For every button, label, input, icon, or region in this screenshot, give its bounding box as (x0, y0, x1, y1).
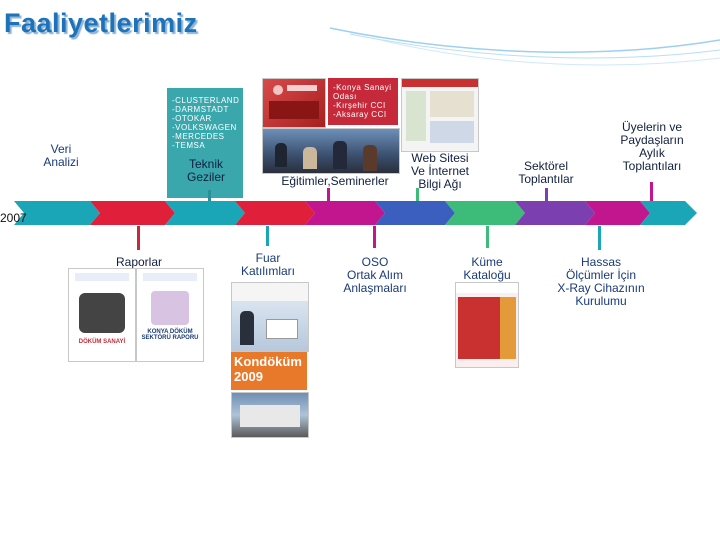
report-cover-2: KONYA DÖKÜM SEKTÖRÜ RAPORU (136, 268, 204, 362)
teknik-list: -CLUSTERLAND -DARMSTADT -OTOKAR -VOLKSWA… (172, 96, 239, 150)
connector (327, 188, 330, 202)
label-teknik-geziler: Teknik Geziler (186, 157, 225, 184)
label-oso: OSO Ortak Alım Anlaşmaları (343, 255, 407, 295)
connector (137, 226, 140, 250)
konya-list: -Konya Sanayi Odası -Kırşehir CCI -Aksar… (333, 83, 392, 119)
connector (486, 226, 489, 248)
label-uyeler: Üyelerin ve Paydaşların Aylık Toplantıla… (620, 120, 684, 173)
connector (208, 190, 211, 202)
label-sektorel: Sektörel Toplantılar (518, 159, 574, 186)
teknik-item: -DARMSTADT (172, 105, 229, 114)
photo-seminar-poster (262, 78, 326, 128)
teknik-item: -CLUSTERLAND (172, 96, 240, 105)
connector (266, 226, 269, 246)
year-label: 2007 (0, 211, 27, 225)
konya-item: -Kırşehir CCI (333, 101, 386, 110)
konya-item: -Aksaray CCI (333, 110, 387, 119)
callout-teknik-geziler (167, 88, 243, 198)
kondokum-line2: 2009 (234, 369, 263, 384)
label-raporlar: Raporlar (115, 255, 163, 269)
label-egitimler: Eğitimler,Seminerler (281, 174, 389, 188)
teknik-item: -TEMSA (172, 141, 206, 150)
report-cover-2-caption: KONYA DÖKÜM SEKTÖRÜ RAPORU (141, 329, 199, 341)
teknik-item: -MERCEDES (172, 132, 225, 141)
photo-seminar-room (262, 128, 400, 174)
report-cover-1: DÖKÜM SANAYİ (68, 268, 136, 362)
connector (650, 182, 653, 202)
connector (373, 226, 376, 248)
teknik-item: -OTOKAR (172, 114, 212, 123)
kondokum-line1: Kondöküm (234, 354, 302, 369)
label-fuar: Fuar Katılımları (240, 251, 295, 278)
catalog-cover (455, 282, 519, 368)
label-hassas: Hassas Ölçümler İçin X-Ray Cihazının Kur… (557, 255, 645, 308)
konya-item: -Konya Sanayi (333, 83, 392, 92)
teknik-item: -VOLKSWAGEN (172, 123, 237, 132)
decorative-lines (329, 27, 720, 66)
label-kume: Küme Kataloğu (463, 255, 511, 282)
page-title: Faaliyetlerimiz (4, 8, 198, 38)
connector (598, 226, 601, 250)
photo-fair-booth (231, 282, 309, 352)
photo-fair-building (231, 392, 309, 438)
photo-website (401, 78, 479, 152)
connector (545, 188, 548, 202)
label-veri-analizi: Veri Analizi (43, 142, 79, 169)
konya-item: Odası (333, 92, 357, 101)
report-cover-1-caption: DÖKÜM SANAYİ (78, 339, 126, 345)
connector (416, 188, 419, 202)
label-web-sitesi: Web Sitesi Ve İnternet Bilgi Ağı (410, 151, 470, 191)
callout-egitimler (328, 78, 398, 125)
timeline-arrow (14, 201, 697, 225)
kondokum-banner: Kondöküm 2009 (231, 352, 307, 390)
